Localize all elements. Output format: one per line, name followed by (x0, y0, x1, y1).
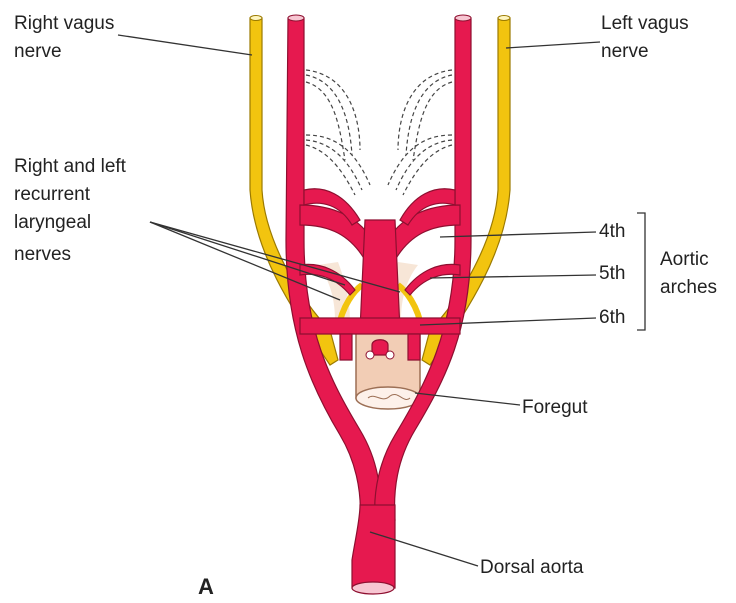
label-arch-4th: 4th (599, 220, 625, 244)
label-arch-6th: 6th (599, 306, 625, 330)
leader-recurrent-c (150, 222, 340, 300)
label-recurrent-line2: recurrent (14, 183, 90, 207)
regressed-arches-dashed (306, 70, 452, 195)
label-dorsal-aorta: Dorsal aorta (480, 556, 584, 580)
label-arch-5th: 5th (599, 262, 625, 286)
label-foregut: Foregut (522, 396, 587, 420)
label-left-vagus-line2: nerve (601, 40, 649, 64)
arterial-system (286, 18, 471, 588)
ventral-trunk (360, 220, 400, 330)
label-aortic-line2: arches (660, 276, 717, 300)
dorsal-aorta-tube (352, 505, 395, 588)
sixth-arch (300, 318, 460, 334)
label-recurrent-line1: Right and left (14, 155, 126, 179)
label-recurrent-line4: nerves (14, 243, 71, 267)
leader-right-vagus (118, 35, 252, 55)
label-right-vagus-line2: nerve (14, 40, 62, 64)
label-left-vagus-line1: Left vagus (601, 12, 689, 36)
leader-recurrent-a (150, 222, 345, 285)
panel-letter: A (198, 575, 214, 599)
label-recurrent-line3: laryngeal (14, 211, 91, 235)
label-aortic-line1: Aortic (660, 248, 709, 272)
leader-left-vagus (506, 42, 600, 48)
label-right-vagus-line1: Right vagus (14, 12, 114, 36)
aortic-arches-bracket (637, 213, 645, 330)
